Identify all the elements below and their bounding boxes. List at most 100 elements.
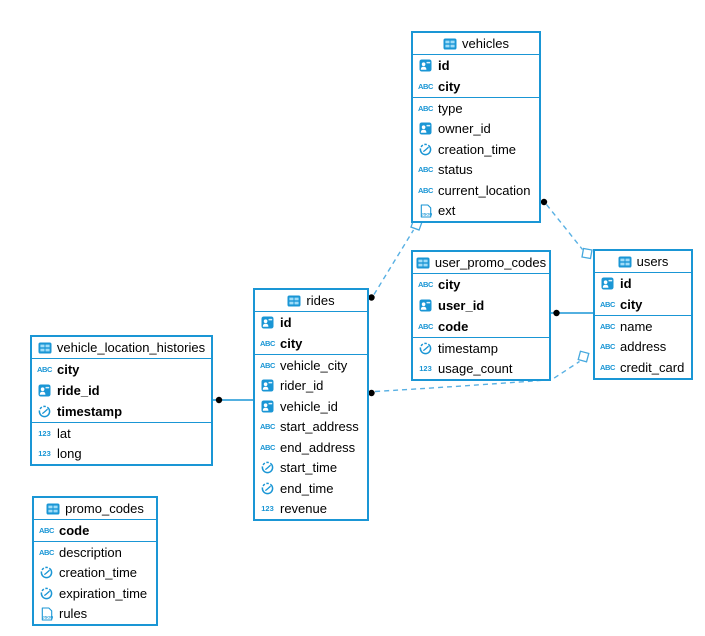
- table-header[interactable]: promo_codes: [34, 498, 156, 520]
- column-label: vehicle_id: [280, 398, 338, 414]
- column-row-id[interactable]: id: [595, 273, 691, 294]
- column-label: owner_id: [438, 121, 491, 137]
- column-row-owner_id[interactable]: owner_id: [413, 119, 539, 140]
- table-name: user_promo_codes: [434, 255, 547, 270]
- string-type-icon: ABC: [417, 280, 434, 289]
- string-type-icon: ABC: [417, 185, 434, 195]
- uuid-type-icon: [259, 400, 276, 413]
- column-label: name: [620, 318, 653, 334]
- table-icon: [46, 503, 60, 515]
- column-label: id: [620, 276, 632, 291]
- column-row-expiration_time[interactable]: expiration_time: [34, 583, 156, 604]
- column-row-name[interactable]: ABC name: [595, 316, 691, 337]
- column-label: code: [438, 319, 469, 334]
- column-row-timestamp[interactable]: timestamp: [32, 401, 211, 422]
- string-type-icon: ABC: [599, 362, 616, 372]
- table-icon: [287, 295, 301, 307]
- relation-dot: [553, 309, 560, 317]
- column-label: expiration_time: [59, 585, 148, 601]
- timestamp-type-icon: [38, 566, 55, 579]
- column-row-start_time[interactable]: start_time: [255, 458, 367, 479]
- table-header[interactable]: vehicles: [413, 33, 539, 55]
- column-label: vehicle_city: [280, 357, 348, 373]
- column-row-id[interactable]: id: [255, 312, 367, 333]
- column-row-user_id[interactable]: user_id: [413, 295, 549, 316]
- column-label: city: [438, 277, 461, 292]
- uuid-type-icon: [259, 316, 276, 329]
- column-row-creation_time[interactable]: creation_time: [34, 563, 156, 584]
- column-row-ride_id[interactable]: ride_id: [32, 380, 211, 401]
- column-label: description: [59, 544, 122, 560]
- table-header[interactable]: user_promo_codes: [413, 252, 549, 274]
- json-type-icon: JSON: [417, 204, 434, 218]
- column-label: end_time: [280, 480, 334, 496]
- timestamp-type-icon: [417, 342, 434, 355]
- relation-dot: [368, 294, 375, 301]
- string-type-icon: ABC: [417, 103, 434, 113]
- table-header[interactable]: rides: [255, 290, 367, 312]
- uuid-type-icon: [417, 122, 434, 135]
- column-label: timestamp: [57, 404, 123, 419]
- column-row-vehicle_id[interactable]: vehicle_id: [255, 396, 367, 417]
- string-type-icon: ABC: [417, 82, 434, 91]
- table-header[interactable]: users: [595, 251, 691, 273]
- column-row-rider_id[interactable]: rider_id: [255, 376, 367, 397]
- relation-line-rides-users[interactable]: [374, 360, 580, 393]
- string-type-icon: ABC: [599, 300, 616, 309]
- svg-text:JSON: JSON: [421, 211, 432, 216]
- timestamp-type-icon: [259, 482, 276, 495]
- column-label: rider_id: [280, 378, 324, 394]
- relation-line-vehicles-users[interactable]: [545, 204, 584, 250]
- column-row-creation_time[interactable]: creation_time: [413, 139, 539, 160]
- column-row-id[interactable]: id: [413, 55, 539, 76]
- uuid-type-icon: [599, 277, 616, 290]
- relation-dot: [368, 389, 375, 397]
- string-type-icon: ABC: [599, 321, 616, 331]
- column-row-city[interactable]: ABC city: [413, 274, 549, 295]
- column-label: lat: [57, 425, 71, 441]
- table-header[interactable]: vehicle_location_histories: [32, 337, 211, 359]
- column-label: user_id: [438, 298, 485, 313]
- column-label: code: [59, 523, 90, 538]
- column-label: revenue: [280, 501, 327, 517]
- column-row-timestamp[interactable]: timestamp: [413, 338, 549, 359]
- column-row-end_time[interactable]: end_time: [255, 478, 367, 499]
- column-label: end_address: [280, 439, 356, 455]
- column-label: city: [280, 336, 303, 351]
- relation-line-rides-vehicles[interactable]: [373, 229, 415, 295]
- string-type-icon: ABC: [599, 342, 616, 352]
